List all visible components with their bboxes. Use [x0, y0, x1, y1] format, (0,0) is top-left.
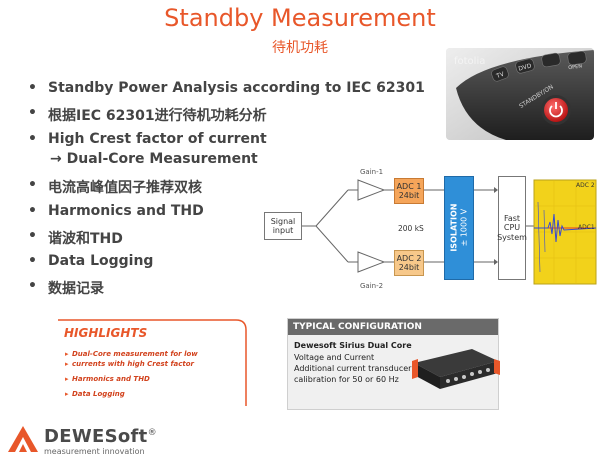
cpu-label-line-1: Fast [503, 214, 521, 224]
bullet-dot: • [28, 177, 37, 193]
signal-input-label: Signal input [270, 216, 296, 235]
power-icon [549, 102, 563, 118]
dual-core-block-diagram: Gain-1 Gain-2 Signal input ADC 1 24bit A… [258, 162, 598, 297]
bullet-text: 谐波和THD [48, 231, 123, 247]
amplifier-1 [357, 179, 386, 201]
scope-label-adc1: ADC1 [578, 224, 595, 231]
bullet-dot: • [28, 253, 37, 269]
gain-1-label: Gain-1 [360, 168, 384, 176]
logo-tagline: measurement innovation [44, 447, 145, 456]
gain-2-label: Gain-2 [360, 282, 384, 290]
bullet-text: High Crest factor of current [48, 131, 267, 147]
isolation-box: ISOLATION ± 1000 V [444, 176, 474, 280]
slide-subtitle: 待机功耗 [272, 40, 328, 56]
sirius-device-image [412, 349, 500, 389]
highlights-title: HIGHLIGHTS [64, 326, 148, 340]
bullet-text: 数据记录 [48, 281, 104, 297]
amplifier-2 [357, 251, 386, 273]
highlight-item: Dual-Core measurement for low [65, 350, 198, 359]
bullet-item: • High Crest factor of current [28, 131, 267, 147]
bullet-text: 电流高峰值因子推荐双核 [48, 180, 202, 196]
bullet-dot: • [28, 203, 37, 219]
bullet-text: Harmonics and THD [48, 203, 204, 219]
highlight-item: Harmonics and THD [65, 375, 150, 384]
highlights-panel: HIGHLIGHTS Dual-Core measurement for low… [58, 318, 248, 408]
remote-control-image: TV DVD OPEN STANDBY/ON fotolia [446, 48, 594, 140]
typical-configuration-header: TYPICAL CONFIGURATION [288, 319, 498, 335]
remote-key-tv: TV [495, 71, 506, 81]
highlights-frame [58, 319, 247, 406]
remote-key-open: OPEN [568, 63, 583, 71]
bullet-item: • 数据记录 [28, 278, 104, 298]
cpu-system-box: Fast CPU System [497, 176, 527, 280]
bullet-dot: • [28, 228, 37, 244]
bullet-subline: → Dual-Core Measurement [50, 151, 258, 167]
adc-1-bits: 24bit [398, 191, 420, 200]
signal-input-box: Signal input [264, 212, 302, 240]
adc-1-label: ADC 1 [396, 181, 422, 191]
bullet-text: Data Logging [48, 253, 154, 269]
diagram-connectors [302, 179, 597, 285]
dewesoft-logo-icon [8, 426, 38, 452]
bullet-item: • 根据IEC 62301进行待机功耗分析 [28, 105, 267, 125]
scope-label-adc2: ADC 2 [576, 182, 595, 189]
bullet-dot: • [28, 131, 37, 147]
adc-1-box: ADC 1 24bit [394, 178, 424, 204]
photo-watermark: fotolia [454, 56, 485, 67]
config-line: Additional current transducer [294, 364, 412, 373]
bullet-item: • 谐波和THD [28, 228, 123, 248]
bullet-text: Standby Power Analysis according to IEC … [48, 80, 425, 96]
config-line: Voltage and Current [294, 353, 375, 362]
isolation-label: ISOLATION [449, 203, 459, 253]
bullet-dot: • [28, 80, 37, 96]
dewesoft-logo: DEWESoft® measurement innovation [6, 422, 157, 456]
bullet-item: • Harmonics and THD [28, 203, 204, 219]
typical-configuration-panel: TYPICAL CONFIGURATION Dewesoft Sirius Du… [287, 318, 500, 410]
bullet-dot: • [28, 105, 37, 121]
bullet-item: • Data Logging [28, 253, 153, 269]
cpu-label-line-3: System [497, 232, 527, 242]
logo-wordmark: DEWESoft® [44, 426, 157, 447]
remote-control-photo: TV DVD OPEN STANDBY/ON fotolia [446, 48, 594, 140]
logo-word: DEWESoft [44, 426, 148, 447]
bullet-item: • 电流高峰值因子推荐双核 [28, 177, 202, 197]
bullet-text: 根据IEC 62301进行待机功耗分析 [48, 108, 267, 124]
remote-key-dvd: DVD [518, 62, 533, 72]
bullet-dot: • [28, 278, 37, 294]
adc-2-bits: 24bit [398, 263, 420, 272]
slide-title: Standby Measurement [164, 4, 436, 32]
highlight-item-continued: currents with high Crest factor [65, 360, 194, 369]
cpu-label-line-2: CPU [503, 223, 521, 233]
adc-2-box: ADC 2 24bit [394, 250, 424, 276]
logo-registered-mark: ® [147, 428, 157, 438]
sample-rate-label: 200 kS [398, 224, 424, 233]
config-line: calibration for 50 or 60 Hz [294, 375, 399, 384]
bullet-item: • Standby Power Analysis according to IEC… [28, 80, 425, 96]
highlight-item: Data Logging [65, 390, 125, 399]
adc-2-label: ADC 2 [396, 253, 422, 263]
product-name: Dewesoft Sirius Dual Core [294, 341, 412, 350]
isolation-voltage: ± 1000 V [459, 209, 469, 247]
